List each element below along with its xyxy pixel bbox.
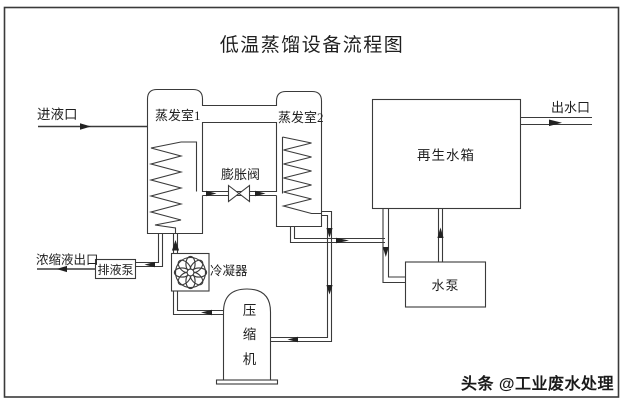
water-pump-label: 水泵 bbox=[431, 278, 460, 293]
expansion-valve-label: 膨胀阀 bbox=[221, 167, 261, 182]
expansion-valve-icon bbox=[227, 184, 251, 203]
diagram-title: 低温蒸馏设备流程图 bbox=[219, 35, 405, 56]
outlet-line bbox=[520, 116, 592, 126]
evaporator1-label: 蒸发室1 bbox=[155, 108, 201, 123]
compressor bbox=[215, 288, 279, 385]
outlet-label: 出水口 bbox=[551, 100, 591, 115]
concentrate-outlet-label: 浓缩液出口 bbox=[36, 253, 99, 267]
page-border bbox=[3, 6, 620, 398]
fan-icon bbox=[173, 255, 208, 290]
flow-arrow-icons bbox=[56, 119, 562, 343]
condenser bbox=[170, 252, 210, 292]
watermark: 头条 @工业废水处理 bbox=[460, 376, 614, 393]
pipe-tank-to-pump bbox=[382, 209, 406, 284]
evaporator1-coil bbox=[148, 141, 198, 233]
pipe-evap1-to-drainpump bbox=[135, 233, 164, 268]
evaporator2-label: 蒸发室2 bbox=[278, 110, 324, 125]
evaporator2-vessel bbox=[275, 90, 323, 228]
pipe-evap2-to-compressor bbox=[270, 210, 333, 343]
pipe-evap2-to-tankline bbox=[289, 226, 385, 244]
water-pump bbox=[404, 261, 487, 308]
evaporator1-vessel bbox=[146, 88, 204, 235]
pipe-compressor-to-condenser bbox=[172, 291, 224, 316]
inlet-label: 进液口 bbox=[37, 107, 78, 122]
regen-tank-label: 再生水箱 bbox=[417, 148, 475, 163]
drain-pump-label: 排液泵 bbox=[97, 262, 134, 277]
regen-tank bbox=[371, 98, 522, 210]
compressor-label: 压缩机 bbox=[242, 303, 257, 367]
evaporator2-coil bbox=[281, 136, 322, 215]
vapor-duct bbox=[201, 104, 278, 124]
condenser-label: 冷凝器 bbox=[210, 264, 248, 278]
